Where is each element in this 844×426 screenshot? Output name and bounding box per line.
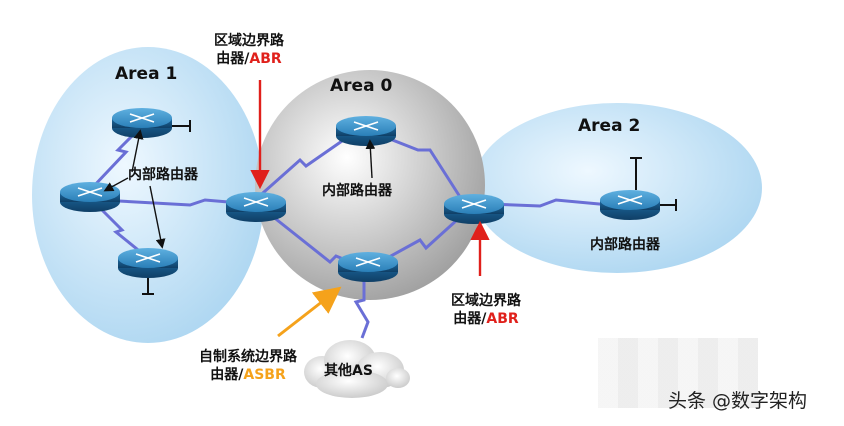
area-0-region — [255, 70, 485, 300]
abr-top-prefix: 由器/ — [216, 51, 250, 67]
abr-bottom-line1: 区域边界路 — [451, 293, 521, 309]
abr-top-code: ABR — [249, 51, 282, 67]
asbr-arrow — [277, 286, 342, 338]
other-as-cloud — [304, 340, 410, 398]
link-r1a-r1c — [90, 124, 144, 190]
watermark-text: 头条 @数字架构 — [668, 390, 808, 412]
router-area1-bottom — [118, 248, 178, 278]
area-1-region — [32, 47, 264, 343]
link-asbr-otheras — [353, 278, 370, 339]
asbr-line1: 自制系统边界路 — [199, 349, 297, 365]
abr-bottom-prefix: 由器/ — [453, 311, 487, 327]
blurred-region — [598, 338, 758, 408]
asbr-line2: 由器/ASBR — [186, 366, 310, 384]
internal-router-label-area1: 内部路由器 — [128, 167, 198, 183]
internal-router-label-area2: 内部路由器 — [590, 237, 660, 253]
asbr-prefix: 由器/ — [210, 367, 244, 383]
area-1-title: Area 1 — [115, 64, 178, 84]
internal-router-pointers — [103, 129, 376, 249]
router-abr-left — [226, 192, 286, 222]
abr-top-label: 区域边界路 由器/ABR — [204, 32, 294, 68]
link-abr2-r2 — [487, 198, 611, 208]
interface-stubs — [142, 120, 677, 295]
router-area0-top — [336, 116, 396, 146]
area-2-title: Area 2 — [578, 116, 641, 136]
routers — [60, 108, 660, 282]
router-abr-right — [444, 194, 504, 224]
asbr-label: 自制系统边界路 由器/ASBR — [186, 348, 310, 384]
abr-top-line2: 由器/ABR — [204, 50, 294, 68]
internal-router-label-area0: 内部路由器 — [322, 183, 392, 199]
link-r0top-abr2 — [371, 130, 464, 201]
abr-bottom-line2: 由器/ABR — [436, 310, 536, 328]
router-area1-top — [112, 108, 172, 138]
abr-bottom-label: 区域边界路 由器/ABR — [436, 292, 536, 328]
other-as-label: 其他AS — [324, 363, 373, 379]
router-asbr — [338, 252, 398, 282]
abr-top-line1: 区域边界路 — [214, 33, 284, 49]
link-asbr-abr2 — [379, 208, 470, 264]
router-area2 — [600, 190, 660, 220]
area-2-region — [472, 103, 762, 273]
link-abr1-r0top — [254, 130, 356, 202]
link-r1c-r1b — [90, 198, 149, 260]
asbr-code: ASBR — [243, 367, 286, 383]
abr-bottom-code: ABR — [486, 311, 519, 327]
area-0-title: Area 0 — [330, 76, 393, 96]
